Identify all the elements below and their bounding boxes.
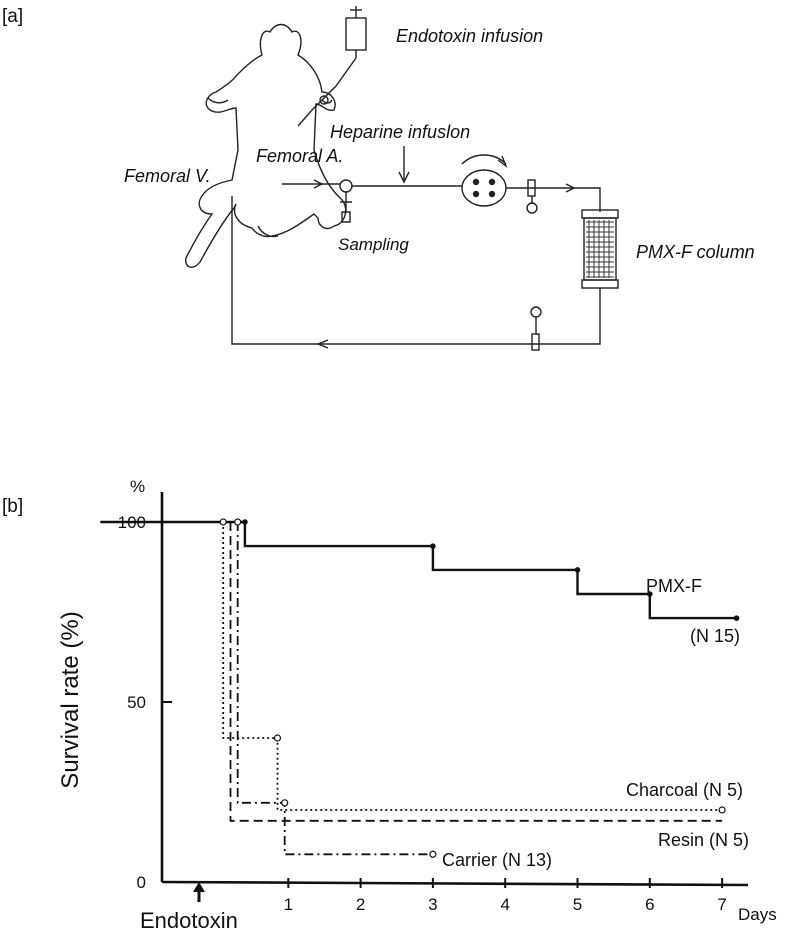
sampling-port: [339, 179, 353, 193]
return-line: [231, 196, 601, 345]
y-tick-label: 0: [137, 873, 146, 892]
endotoxin-marker-label: Endotoxin: [140, 908, 238, 933]
heparine-arrow: [398, 146, 410, 184]
series-line-solid: [100, 520, 737, 620]
sampling-label: Sampling: [338, 235, 409, 254]
series-line-dashed: [229, 522, 723, 822]
panel-a-label: [a]: [2, 6, 23, 27]
x-unit-label: Days: [738, 905, 777, 924]
series-point: [733, 615, 740, 621]
y-axis-label: Survival rate (%): [57, 611, 84, 788]
x-tick-label: 2: [356, 895, 365, 914]
series-point: [273, 734, 282, 742]
series-point: [219, 518, 227, 526]
series-label-resin: Resin (N 5): [658, 830, 749, 850]
arterial-arrow: [313, 179, 324, 189]
femoral-a-label: Femoral A.: [256, 146, 343, 166]
return-arrow: [316, 339, 329, 349]
pmx-column-label: PMX-F column: [636, 242, 755, 262]
x-tick-label: 7: [717, 895, 726, 914]
heparine-infusion-label: Heparine infuslon: [330, 122, 470, 142]
endotoxin-line: [297, 57, 357, 127]
animal-paw-right: [321, 99, 333, 104]
series-point: [574, 567, 581, 573]
roller-pump: [461, 154, 508, 207]
valve-2: [530, 306, 542, 351]
panel-b-label: [b]: [2, 496, 23, 517]
animal-paw-left: [207, 97, 229, 104]
pmx-column: [581, 209, 619, 289]
series-label-pmx: PMX-F: [646, 576, 702, 596]
endotoxin-marker: [193, 882, 205, 902]
series-point: [430, 543, 436, 549]
x-axis: [161, 880, 749, 887]
line-to-column: [506, 187, 601, 212]
femoral-v-label: Femoral V.: [124, 166, 211, 186]
series-point: [647, 591, 653, 597]
y-unit-label: %: [130, 477, 145, 496]
x-tick-label: 4: [500, 895, 509, 914]
x-tick-label: 3: [428, 895, 437, 914]
animal-outline: [185, 23, 347, 268]
endotoxin-bottle: [345, 6, 367, 58]
column-arrow: [565, 183, 576, 193]
series-label-pmx-n: (N 15): [690, 626, 740, 646]
series-point: [429, 850, 437, 858]
sampling-syringe: [340, 192, 352, 223]
series-point: [718, 806, 726, 814]
series-label-carrier: Carrier (N 13): [442, 850, 552, 870]
animal-tail-base: [257, 225, 279, 238]
x-tick-label: 5: [573, 895, 582, 914]
valve-1: [526, 179, 538, 214]
series-point: [242, 519, 248, 525]
series-point: [234, 518, 242, 526]
series-label-charcoal: Charcoal (N 5): [626, 780, 743, 800]
endotoxin-clamp: [319, 95, 329, 105]
series-line-dotted: [222, 522, 723, 811]
series-line-dashdot: [236, 522, 433, 856]
x-tick-label: 6: [645, 895, 654, 914]
series-point: [281, 799, 289, 807]
x-tick-label: 1: [284, 895, 293, 914]
y-tick-label: 50: [127, 693, 146, 712]
endotoxin-infusion-label: Endotoxin infusion: [396, 26, 543, 46]
